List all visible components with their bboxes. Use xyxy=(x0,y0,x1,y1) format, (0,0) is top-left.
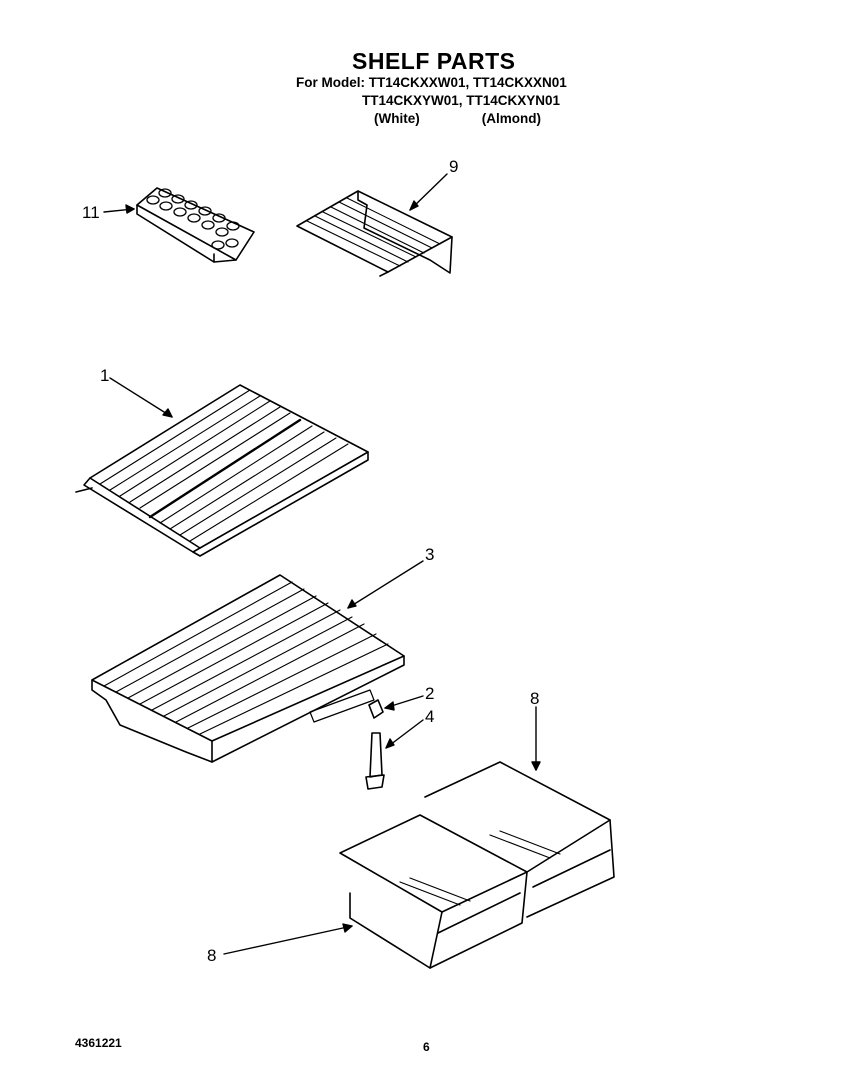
callout-8-top: 8 xyxy=(530,689,539,708)
page-title: SHELF PARTS xyxy=(352,48,516,74)
wire-shelf-part xyxy=(75,384,369,557)
callout-11: 11 xyxy=(82,203,100,222)
crisper-drawers-part xyxy=(339,761,615,969)
callout-4: 4 xyxy=(425,707,434,726)
document-number: 4361221 xyxy=(75,1036,122,1050)
model-line-2: TT14CKXYW01, TT14CKXYN01 xyxy=(362,93,561,108)
shelf-support-part xyxy=(365,699,385,790)
wire-rack-part xyxy=(296,190,453,277)
callout-labels: 11 9 1 3 2 4 8 8 xyxy=(82,157,539,965)
leader-lines xyxy=(103,173,541,955)
model-list: For Model: TT14CKXXW01, TT14CKXXN01 TT14… xyxy=(296,74,567,128)
callout-8-bottom: 8 xyxy=(207,946,216,965)
finish-almond: (Almond) xyxy=(481,111,541,126)
model-line-1: For Model: TT14CKXXW01, TT14CKXXN01 xyxy=(296,75,567,90)
finish-white: (White) xyxy=(374,111,420,126)
finish-line: (White) (Almond) xyxy=(296,110,567,128)
callout-9: 9 xyxy=(449,157,458,176)
page-number: 6 xyxy=(423,1040,430,1054)
callout-2: 2 xyxy=(425,684,434,703)
ice-cube-tray-part xyxy=(136,187,255,263)
callout-1: 1 xyxy=(100,366,109,385)
crisper-cover-shelf-part xyxy=(91,574,405,763)
callout-3: 3 xyxy=(425,545,434,564)
